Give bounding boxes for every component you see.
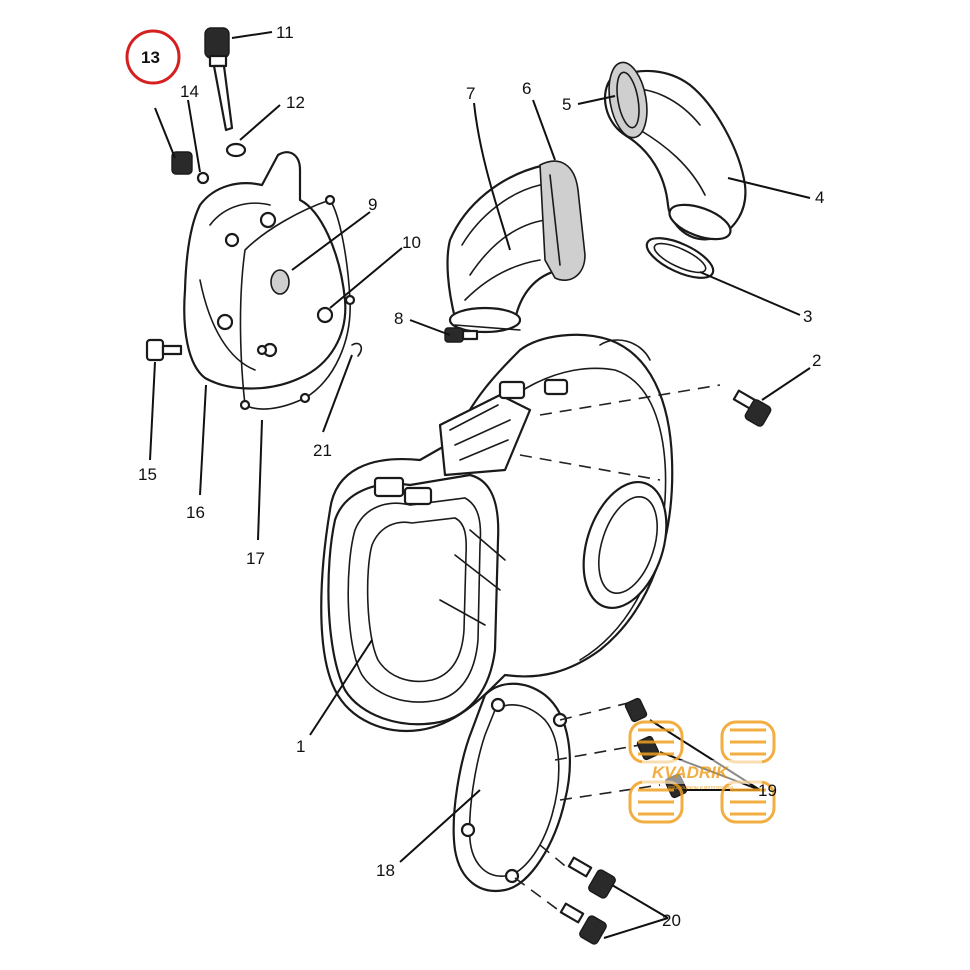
part-9-dowel <box>270 269 290 295</box>
part-1-clutch-cover <box>320 333 721 732</box>
watermark-logo: KVADRIK квадроциклы и мототехника <box>628 720 776 824</box>
part-18-lower-cover <box>452 682 661 916</box>
part-12-washer <box>225 142 247 158</box>
part-14-washer <box>196 171 210 185</box>
callout-17: 17 <box>246 549 265 568</box>
highlight-ring <box>125 29 181 85</box>
part-17-gasket <box>239 194 356 411</box>
part-6-gasket <box>539 160 586 281</box>
callout-2: 2 <box>812 351 821 370</box>
callout-21: 21 <box>313 441 332 460</box>
part-21-clip <box>351 342 363 357</box>
part-7-duct-elbow <box>446 163 562 334</box>
callout-19: 19 <box>758 781 777 800</box>
callout-16: 16 <box>186 503 205 522</box>
callout-15: 15 <box>138 465 157 484</box>
part-2-bolt <box>732 389 772 427</box>
part-13-plug <box>171 151 193 175</box>
callout-6: 6 <box>522 79 531 98</box>
callout-12: 12 <box>286 93 305 112</box>
part-5-clamp <box>608 61 648 139</box>
callout-4: 4 <box>815 188 824 207</box>
part-11-dipstick <box>204 27 234 132</box>
callout-13: 13 <box>141 48 160 67</box>
callout-5: 5 <box>562 95 571 114</box>
callout-8: 8 <box>394 309 403 328</box>
callout-1: 1 <box>296 737 305 756</box>
watermark-tagline: квадроциклы и мототехника <box>668 785 733 791</box>
callout-labels: 1 2 3 4 5 6 7 8 9 10 11 12 13 14 15 16 1… <box>138 23 824 930</box>
callout-3: 3 <box>803 307 812 326</box>
callout-7: 7 <box>466 84 475 103</box>
part-3-hose-clamp <box>645 237 715 279</box>
part-16-side-cover <box>183 151 347 390</box>
callout-10: 10 <box>402 233 421 252</box>
callout-18: 18 <box>376 861 395 880</box>
part-10-oring <box>316 306 334 324</box>
part-8-bolt <box>444 327 479 343</box>
watermark-brand: KVADRIK <box>652 763 730 782</box>
callout-9: 9 <box>368 195 377 214</box>
callout-20: 20 <box>662 911 681 930</box>
part-15-bolt <box>145 338 183 362</box>
callout-11: 11 <box>276 23 294 42</box>
callout-14: 14 <box>180 82 199 101</box>
part-20-screws <box>559 856 616 945</box>
